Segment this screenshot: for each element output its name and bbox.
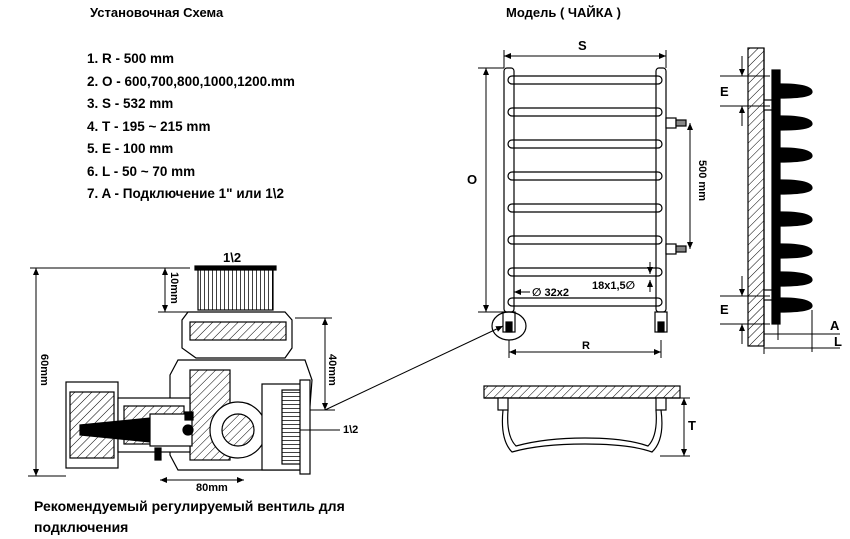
side-label-E-bottom: E [720,302,729,317]
spec-item: 3. S - 532 mm [87,96,174,111]
front-dim-500: 500 mm [696,160,708,201]
valve-thread-side-label: 1\2 [343,424,359,436]
valve-dim-40: 40mm [326,354,338,386]
valve-dim-60: 60mm [38,354,50,386]
side-dimensions [720,56,840,354]
valve-caption: Рекомендуемый регулируемый вентиль для п… [34,498,345,535]
spec-item: 4. T - 195 ~ 215 mm [87,118,211,134]
front-view [491,67,687,341]
valve-drawing [65,265,313,475]
spec-item: 6. L - 50 ~ 70 mm [87,163,196,179]
side-view [747,47,813,347]
side-label-A: A [830,318,840,333]
valve-dimensions [28,267,340,483]
valve-thread-top-label: 1\2 [223,250,242,265]
spec-item: 5. E - 100 mm [87,141,174,156]
model-title: Модель ( ЧАЙКА ) [506,5,622,20]
side-label-L: L [834,334,842,349]
valve-dim-80: 80mm [196,482,228,494]
front-pipe-main: ∅ 32x2 [532,287,569,299]
bottom-label-T: T [688,418,696,433]
bottom-dimensions [660,397,690,457]
front-dimensions [478,50,693,358]
valve-dim-10: 10mm [168,272,180,304]
front-label-O: O [467,172,478,187]
spec-list: 1. R - 500 mm 2. O - 600,700,800,1000,12… [87,48,295,206]
spec-item: 7. A - Подключение 1" или 1\2 [87,186,285,201]
front-label-S: S [578,38,587,53]
bottom-view [483,385,681,453]
spec-item: 1. R - 500 mm [87,51,175,66]
side-label-E-top: E [720,84,729,99]
spec-item: 2. O - 600,700,800,1000,1200.mm [87,73,295,89]
front-pipe-rung: 18x1,5∅ [592,280,636,292]
scheme-title: Установочная Схема [90,5,224,20]
front-label-R: R [582,340,590,352]
